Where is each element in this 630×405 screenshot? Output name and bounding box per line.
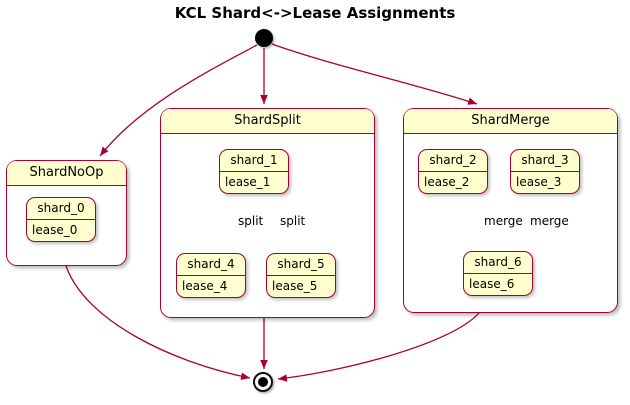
- state-shard5: shard_5 lease_5: [266, 253, 336, 298]
- diagram-title: KCL Shard<->Lease Assignments: [174, 4, 456, 22]
- edge-label-merge-left: merge: [484, 214, 523, 228]
- state-shard2: shard_2 lease_2: [418, 149, 488, 194]
- state-shard0-lease: lease_0: [32, 223, 78, 237]
- edge-label-merge-right: merge: [530, 214, 569, 228]
- state-shard3-name: shard_3: [511, 150, 579, 172]
- composite-shardmerge: ShardMerge shard_2 lease_2 shard_3 lease…: [403, 108, 618, 313]
- edge-label-split-right: split: [280, 214, 306, 228]
- composite-shardnoop-title: ShardNoOp: [7, 161, 126, 186]
- composite-shardsplit-title: ShardSplit: [161, 109, 374, 134]
- composite-shardmerge-title: ShardMerge: [404, 109, 617, 134]
- state-shard1-name: shard_1: [220, 150, 288, 172]
- state-shard6: shard_6 lease_6: [463, 251, 533, 296]
- composite-shardsplit: ShardSplit shard_1 lease_1 shard_4 lease…: [160, 108, 375, 318]
- edge-initial-to-shardmerge: [271, 43, 478, 105]
- initial-state: [255, 29, 273, 47]
- state-shard1: shard_1 lease_1: [219, 149, 289, 194]
- state-shard6-lease: lease_6: [469, 277, 515, 291]
- final-state-dot: [258, 377, 268, 387]
- state-shard4-lease: lease_4: [182, 279, 228, 293]
- edge-shardmerge-to-final: [277, 312, 480, 382]
- state-shard6-name: shard_6: [464, 252, 532, 274]
- state-shard3: shard_3 lease_3: [510, 149, 580, 194]
- state-shard4-name: shard_4: [177, 254, 245, 276]
- state-shard5-lease: lease_5: [272, 279, 318, 293]
- state-shard0-name: shard_0: [27, 198, 95, 220]
- edge-label-split-left: split: [238, 214, 264, 228]
- state-shard2-lease: lease_2: [424, 175, 470, 189]
- state-shard4: shard_4 lease_4: [176, 253, 246, 298]
- composite-shardnoop: ShardNoOp shard_0 lease_0: [6, 160, 127, 266]
- state-shard0: shard_0 lease_0: [26, 197, 96, 242]
- state-shard2-name: shard_2: [419, 150, 487, 172]
- state-shard5-name: shard_5: [267, 254, 335, 276]
- state-shard3-lease: lease_3: [516, 175, 562, 189]
- final-state: [253, 372, 273, 392]
- state-shard1-lease: lease_1: [225, 175, 271, 189]
